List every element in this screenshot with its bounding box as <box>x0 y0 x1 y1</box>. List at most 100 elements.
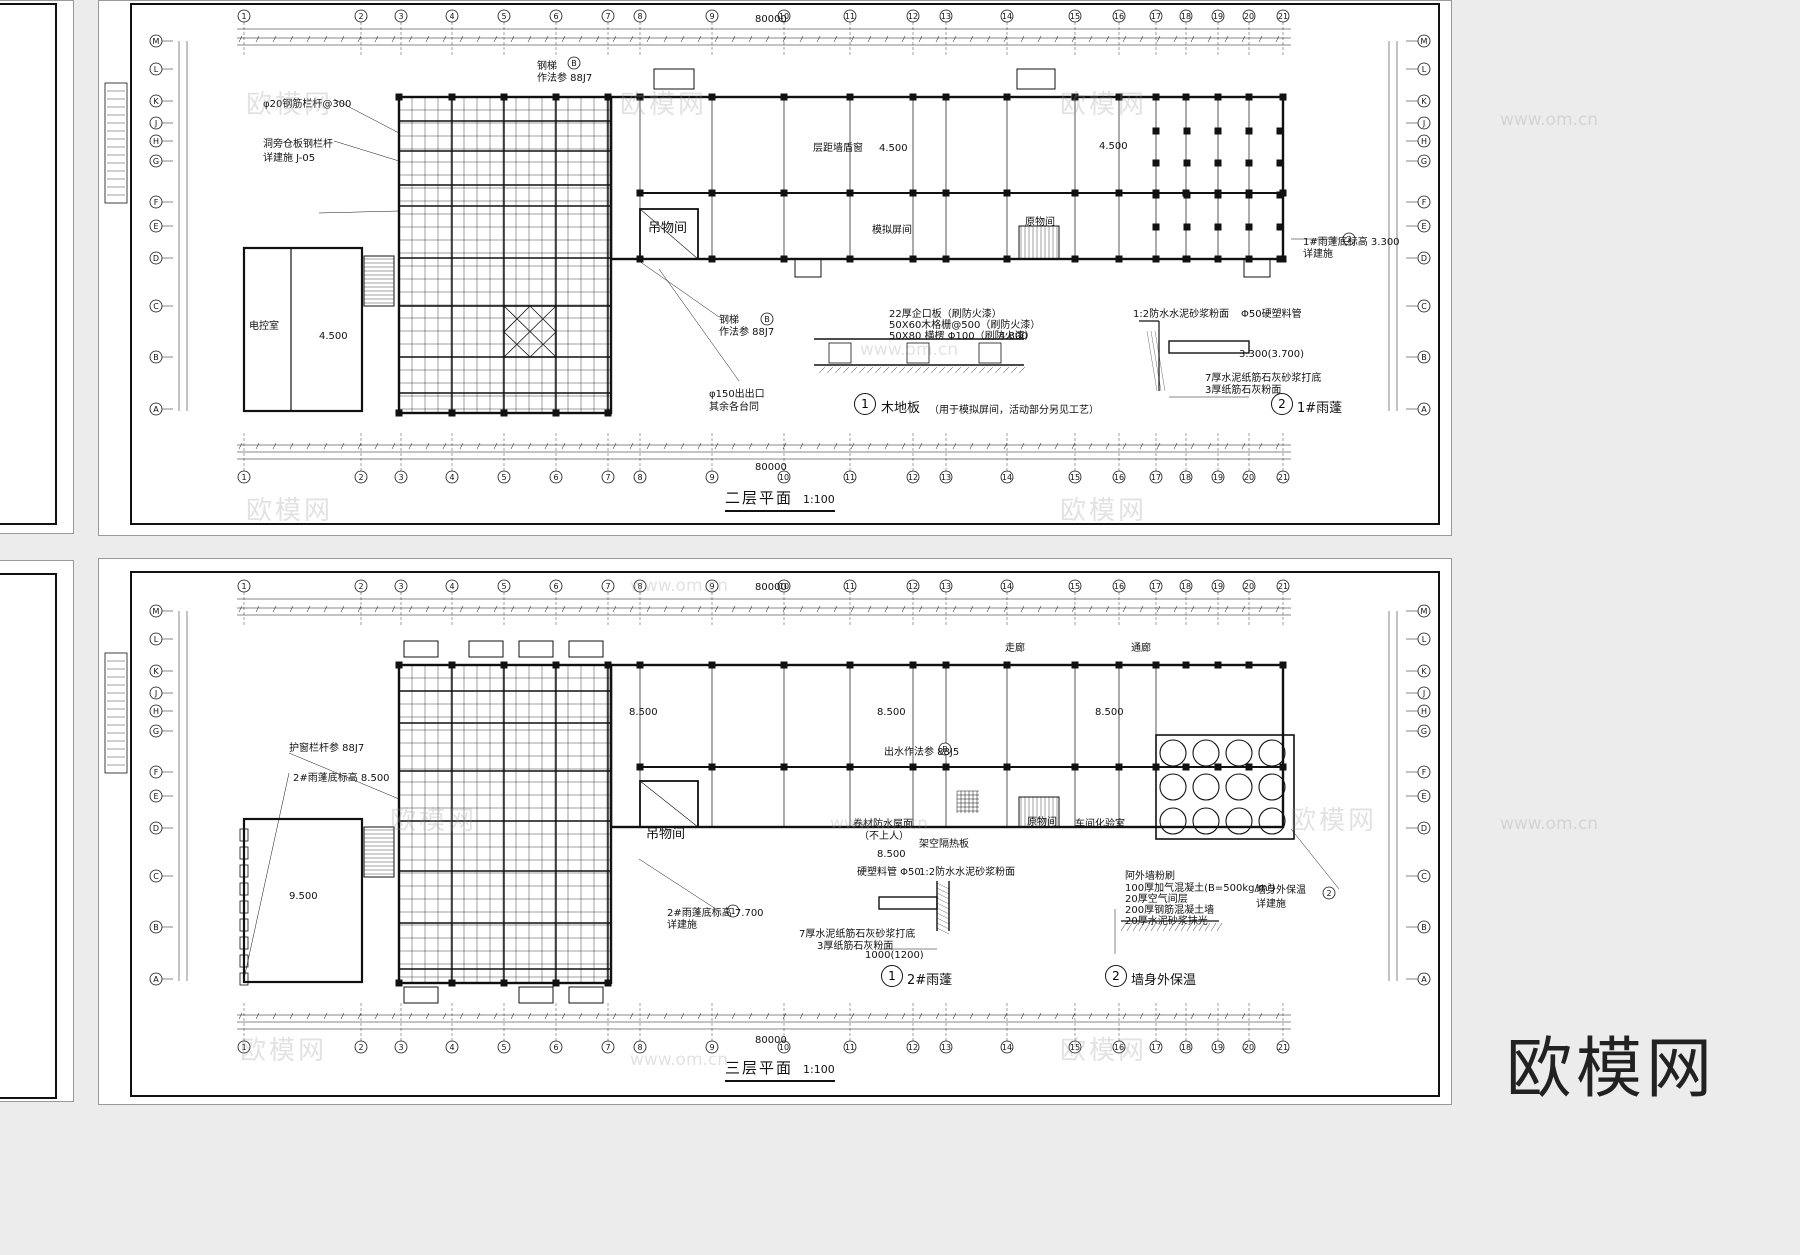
dimension-tick <box>969 35 974 43</box>
dimension-tick <box>748 605 753 613</box>
column <box>780 763 788 771</box>
dimension-tick <box>1258 1012 1263 1020</box>
dimension-tick <box>986 442 991 450</box>
dimension-tick <box>1156 605 1161 613</box>
dimension-tick <box>1173 35 1178 43</box>
column <box>1245 223 1253 231</box>
dimension-tick <box>272 35 277 43</box>
steel-stair-ref-2: 作法参 88J7 <box>719 327 775 338</box>
dimension-tick <box>799 605 804 613</box>
dimension-tick <box>1020 1012 1025 1020</box>
axis-bubble-text: 5 <box>501 473 506 482</box>
axis-bubble-text: B <box>1421 353 1427 362</box>
detail-hatch <box>986 366 994 374</box>
axis-bubble-text: 11 <box>845 473 855 482</box>
dimension-tick <box>1207 605 1212 613</box>
detail-hatch <box>946 366 954 374</box>
dimension-tick <box>374 605 379 613</box>
axis-bubble-text: J <box>154 689 157 698</box>
parapet-note: 洞旁仓板钢栏杆 <box>263 139 333 150</box>
dimension-tick <box>986 35 991 43</box>
axis-bubble-text: 21 <box>1278 473 1288 482</box>
lift-room <box>639 780 699 828</box>
detail-hatch <box>1126 922 1133 932</box>
dimension-tick <box>1088 442 1093 450</box>
detail-2-layer-3: 200厚钢筋混凝土墙 <box>1125 905 1215 916</box>
dimension-tick <box>1139 1012 1144 1020</box>
detail-1-note: （用于模拟屏间，活动部分另见工艺） <box>929 405 1099 416</box>
column <box>846 189 854 197</box>
column <box>395 979 403 987</box>
column <box>636 661 644 669</box>
dimension-tick <box>578 605 583 613</box>
water-tank <box>1225 807 1253 835</box>
column <box>1152 93 1160 101</box>
axis-bubble-text: 7 <box>605 473 610 482</box>
axis-bubble-text: 14 <box>1002 473 1012 482</box>
detail-2-pipe: Φ50硬塑料管 <box>1241 309 1302 320</box>
dimension-tick <box>595 442 600 450</box>
column <box>708 255 716 263</box>
detail-1-note-1: 1:2防水水泥砂浆粉面 <box>919 867 1016 878</box>
column <box>708 661 716 669</box>
dimension-tick <box>799 35 804 43</box>
column <box>909 93 917 101</box>
axis-bubble-text: 19 <box>1213 1043 1223 1052</box>
column <box>636 763 644 771</box>
dimension-tick <box>663 605 668 613</box>
column <box>708 189 716 197</box>
dimension-tick <box>782 35 787 43</box>
dimension-tick <box>918 605 923 613</box>
dimension-tick <box>1003 1012 1008 1020</box>
column <box>1279 93 1287 101</box>
detail-hatch <box>1192 922 1199 932</box>
dimension-tick <box>1003 605 1008 613</box>
dimension-tick <box>595 35 600 43</box>
detail-hatch <box>978 366 986 374</box>
dimension-tick <box>765 605 770 613</box>
leader-line <box>638 858 720 912</box>
column <box>1182 661 1190 669</box>
axis-bubble-text: 11 <box>845 1043 855 1052</box>
axis-bubble-text: 16 <box>1114 12 1124 21</box>
detail-joist <box>978 342 1002 364</box>
bracing-diagonal <box>503 305 531 333</box>
level-mark: 8.500 <box>1095 707 1124 718</box>
axis-bubble-text: 4 <box>449 582 454 591</box>
axis-bubble-text: B <box>153 923 159 932</box>
window-box <box>568 640 604 658</box>
axis-bubble-text: M <box>1421 37 1428 46</box>
dimension-tick <box>544 442 549 450</box>
dimension-tick <box>867 35 872 43</box>
dimension-tick <box>1054 442 1059 450</box>
dimension-tick <box>765 35 770 43</box>
dimension-tick <box>1037 442 1042 450</box>
dimension-tick <box>340 1012 345 1020</box>
detail-2-title: 墙身外保温 <box>1131 973 1197 988</box>
detail-hatch <box>1146 330 1158 392</box>
dimension-tick <box>340 442 345 450</box>
steel-stair-ref: 作法参 88J7 <box>537 73 593 84</box>
axis-bubble-text: 15 <box>1070 582 1080 591</box>
axis-bubble-text: 5 <box>501 12 506 21</box>
column <box>942 763 950 771</box>
water-tank <box>1159 773 1187 801</box>
dimension-tick <box>1139 442 1144 450</box>
detail-hatch <box>1120 922 1127 932</box>
column <box>1279 763 1287 771</box>
column <box>552 661 560 669</box>
column <box>909 661 917 669</box>
dimension-tick <box>663 1012 668 1020</box>
dimension-tick <box>1241 35 1246 43</box>
dimension-tick <box>748 35 753 43</box>
axis-bubble-text: L <box>1422 635 1427 644</box>
dimension-tick <box>1156 1012 1161 1020</box>
axis-bubble-text: 9 <box>709 12 714 21</box>
detail-hatch <box>1002 366 1010 374</box>
axis-bubble-text: E <box>1421 792 1426 801</box>
detail-hatch <box>930 366 938 374</box>
column <box>1182 189 1190 197</box>
detail-hatch <box>954 366 962 374</box>
dimension-tick <box>476 35 481 43</box>
column <box>1071 661 1079 669</box>
